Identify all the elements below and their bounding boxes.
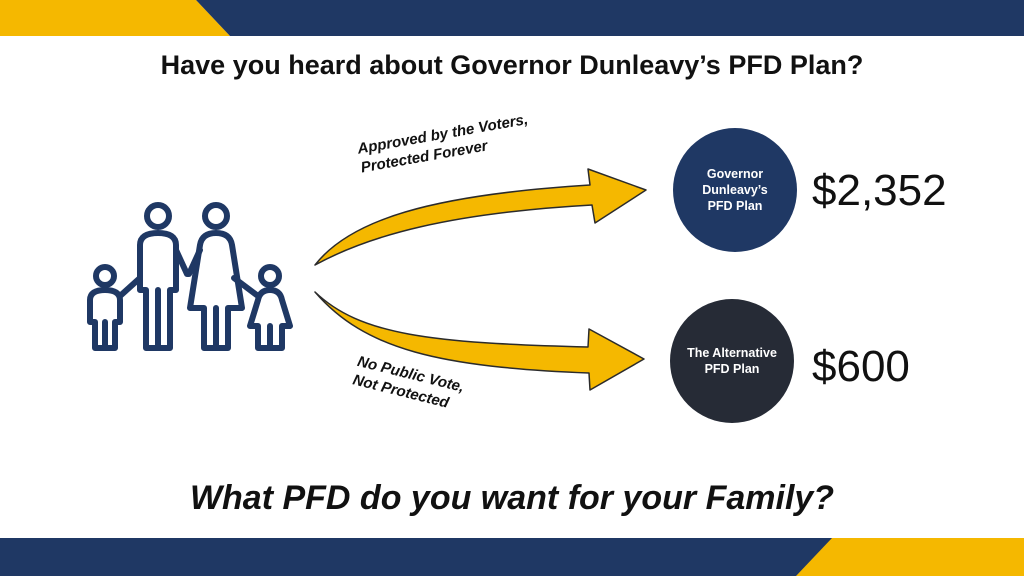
alternative-plan-circle: The Alternative PFD Plan xyxy=(670,299,794,423)
governor-plan-line3: PFD Plan xyxy=(707,199,763,213)
family-icon xyxy=(87,202,293,351)
bottom-decorative-band xyxy=(0,538,1024,576)
alternative-plan-line1: The Alternative xyxy=(687,346,777,360)
governor-plan-circle: Governor Dunleavy’s PFD Plan xyxy=(673,128,797,252)
arrows-diagram xyxy=(314,168,647,391)
curved-arrow-up-icon xyxy=(314,168,647,266)
closing-question: What PFD do you want for your Family? xyxy=(189,479,835,517)
alternative-plan-amount: $600 xyxy=(812,342,910,391)
alternative-plan-line2: PFD Plan xyxy=(704,362,760,376)
governor-plan-amount: $2,352 xyxy=(812,166,947,215)
governor-plan-line2: Dunleavy’s xyxy=(702,183,768,197)
headline: Have you heard about Governor Dunleavy’s… xyxy=(160,50,864,80)
governor-plan-line1: Governor xyxy=(706,167,764,181)
curved-arrow-down-icon xyxy=(314,291,645,391)
top-decorative-band xyxy=(0,0,1024,36)
